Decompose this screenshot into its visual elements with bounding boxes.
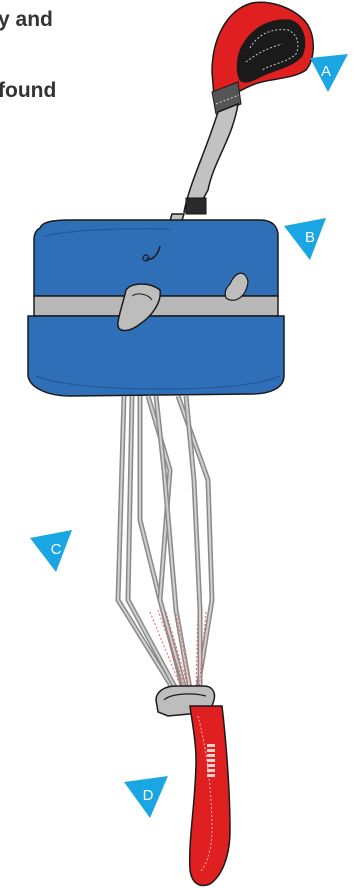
marker-b-label: B	[305, 229, 315, 246]
marker-c: C	[30, 530, 72, 572]
marker-d: D	[124, 776, 168, 818]
deployment-handle	[211, 1, 314, 115]
marker-b: B	[284, 218, 326, 260]
suspension-lines	[115, 395, 215, 702]
line-stitching	[149, 609, 207, 691]
riser	[155, 685, 231, 887]
marker-a-label: A	[321, 63, 331, 80]
riser-stitch-blocks	[207, 744, 215, 777]
marker-d-label: D	[143, 787, 154, 804]
marker-c-label: C	[51, 541, 62, 558]
marker-a: A	[310, 54, 348, 92]
reserve-container	[27, 219, 285, 397]
